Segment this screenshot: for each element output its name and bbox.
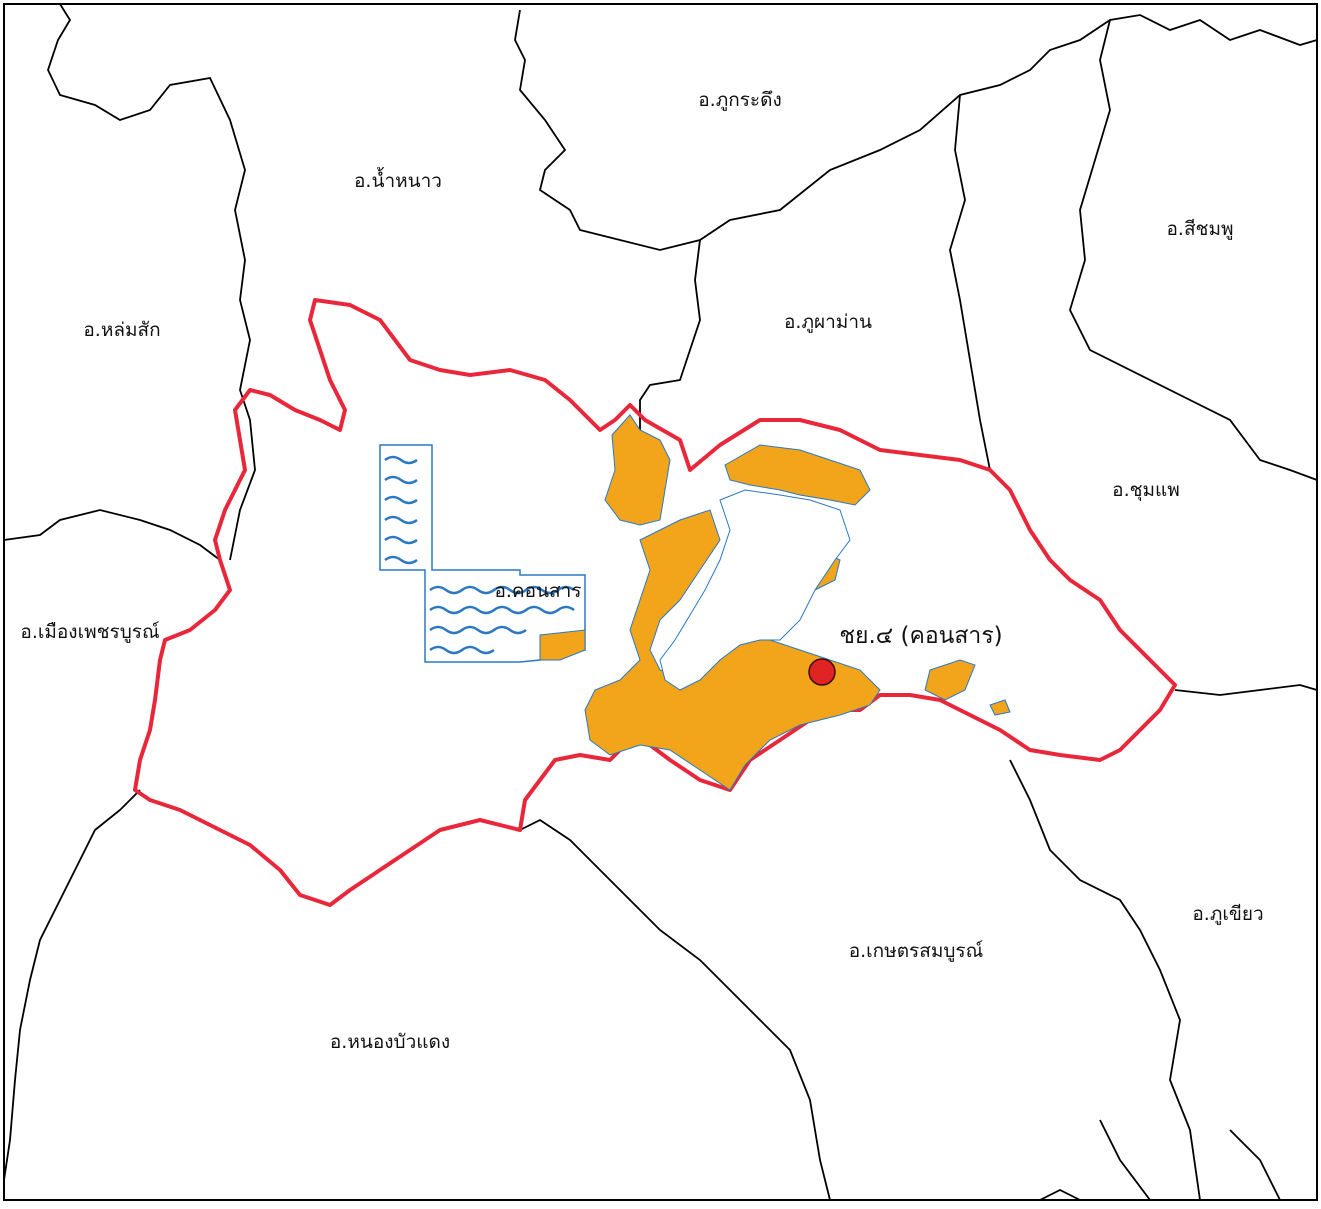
boundary-sichomphu-chumphae	[1069, 19, 1318, 481]
boundary-namnao-phukradueng	[514, 9, 1318, 251]
station-dot-icon	[808, 658, 836, 686]
orange-zone-north-band	[724, 444, 871, 506]
boundary-phuphaman-sichomphu	[949, 94, 991, 471]
study-area-boundary	[133, 298, 1177, 907]
central-clear-area	[659, 489, 851, 691]
boundary-southeast	[1039, 1119, 1281, 1201]
blue-zone-fill	[379, 444, 586, 663]
district-label-phu-khiao: อ.ภูเขียว	[1192, 903, 1264, 925]
boundary-lomsak-phetchabun	[3, 509, 221, 561]
orange-zone-east-small	[989, 699, 1011, 716]
boundary-kaset-phukhiao	[1009, 759, 1201, 1201]
blue-zone-area	[379, 444, 586, 663]
orange-zone-west-patch	[539, 629, 586, 661]
map-frame-border	[3, 3, 1318, 1201]
district-label-lom-sak: อ.หล่มสัก	[83, 319, 161, 341]
district-label-mueang-phetchabun: อ.เมืองเพชรบูรณ์	[20, 621, 160, 643]
boundary-chumphae-phukhiao	[1174, 684, 1318, 696]
district-label-khon-san: อ.คอนสาร	[494, 580, 582, 602]
district-label-phu-kradueng: อ.ภูกระดึง	[698, 89, 782, 111]
station-label: ชย.๔ (คอนสาร)	[839, 623, 1003, 649]
boundary-lomsak-namnao	[47, 3, 256, 561]
district-label-phu-pha-man: อ.ภูผาม่าน	[784, 311, 872, 333]
district-label-kaset-sombun: อ.เกษตรสมบูรณ์	[848, 940, 984, 962]
district-label-chum-phae: อ.ชุมแพ	[1112, 479, 1180, 501]
orange-zone-north-left	[604, 414, 671, 526]
blue-zone-hatching	[384, 455, 575, 655]
orange-zone-east-spot	[924, 659, 976, 701]
district-label-si-chomphu: อ.สีชมพู	[1166, 218, 1234, 240]
boundary-nongbuadaeng-kaset	[519, 818, 831, 1201]
boundary-namnao-phuphaman	[639, 239, 701, 430]
boundary-phetchabun-nongbuadaeng	[3, 789, 141, 1181]
district-boundaries	[3, 3, 1318, 1201]
district-label-nam-nao: อ.น้ำหนาว	[354, 170, 442, 192]
district-label-nong-bua-daeng: อ.หนองบัวแดง	[329, 1031, 451, 1053]
